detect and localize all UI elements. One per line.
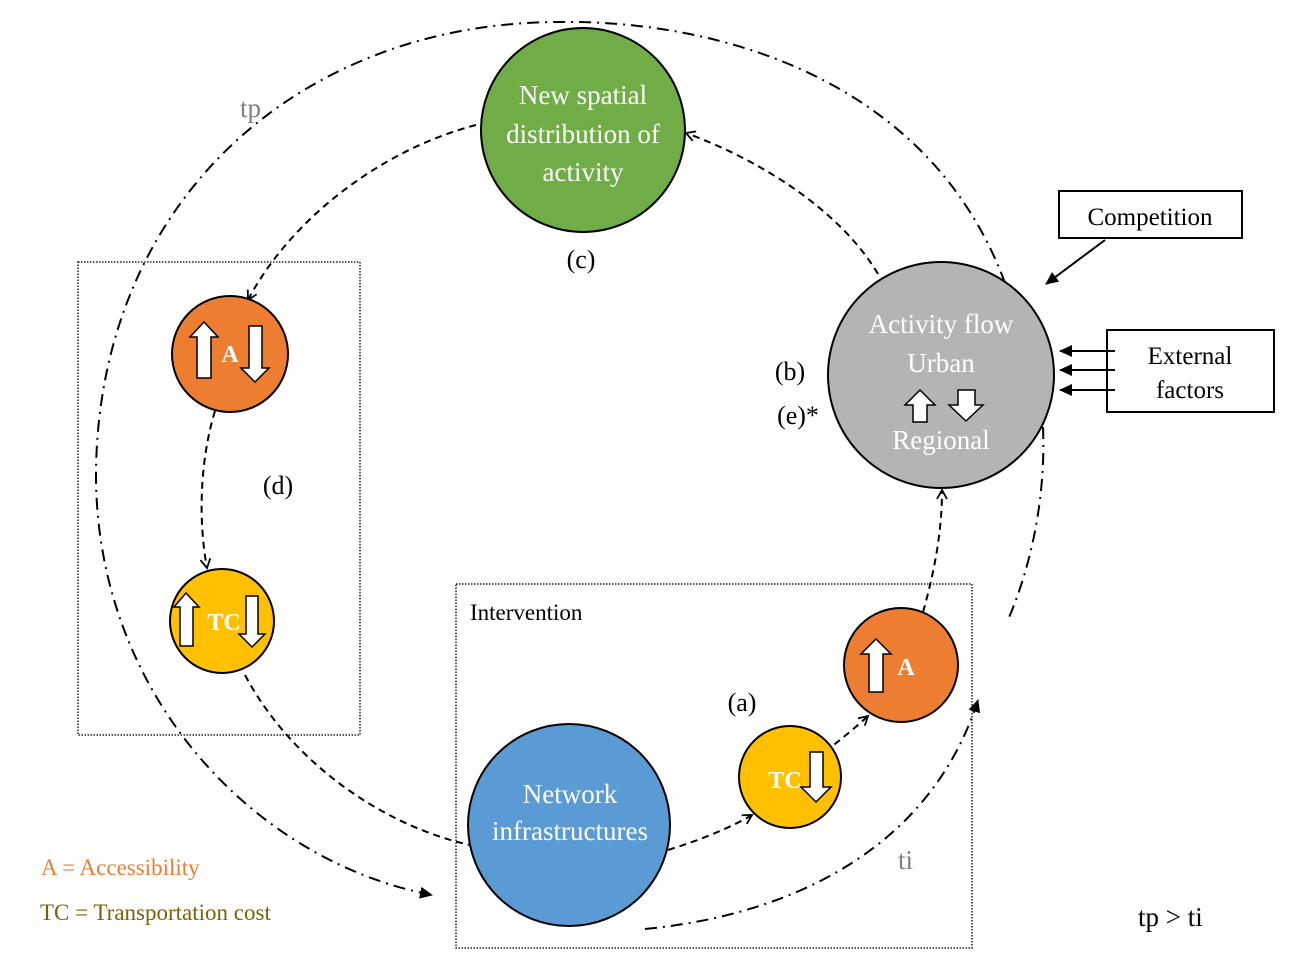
flow-d-a-to-tc	[199, 410, 216, 570]
node-c-text-2: distribution of	[506, 119, 660, 149]
ti-path	[644, 699, 981, 930]
label-c: (c)	[567, 245, 596, 274]
node-network-infrastructures	[467, 723, 671, 927]
tp-greater-than-ti: tp > ti	[1138, 902, 1203, 932]
activity-flow-regional: Regional	[892, 425, 989, 455]
up-arrow-icon	[172, 591, 201, 647]
competition-label: Competition	[1088, 204, 1214, 231]
decrease-arrow-icon	[947, 389, 985, 423]
node-c-text-1: New spatial	[519, 80, 647, 110]
up-arrow-icon	[859, 637, 893, 693]
activity-flow-title: Activity flow	[869, 309, 1014, 339]
label-d: (d)	[263, 471, 293, 500]
activity-flow-urban: Urban	[907, 348, 975, 378]
competition-arrow	[1045, 239, 1106, 285]
external-factors-label-1: External	[1148, 343, 1233, 370]
flow-b-to-c	[684, 130, 879, 275]
ti-label: ti	[898, 845, 913, 875]
network-text-2: infrastructures	[492, 816, 648, 846]
label-b: (b)	[775, 357, 805, 386]
increase-arrow-icon	[903, 388, 937, 423]
intervention-box	[455, 583, 973, 949]
node-d-transport-cost-text: TC	[207, 610, 240, 636]
label-a: (a)	[728, 688, 757, 717]
node-a-accessibility-text: A	[897, 655, 915, 681]
flow-a-to-b	[922, 488, 948, 613]
group-box-d	[77, 261, 361, 736]
competition-box	[1058, 190, 1243, 239]
label-e: (e)*	[777, 401, 819, 430]
legend-transport-cost: TC = Transportation cost	[40, 900, 271, 925]
down-arrow-icon	[237, 595, 267, 649]
tp-cycle-path	[94, 20, 1006, 899]
external-factors-label-2: factors	[1156, 377, 1224, 404]
node-d-transport-cost	[169, 568, 275, 674]
node-new-spatial-distribution	[480, 27, 686, 233]
flow-network-to-tc	[667, 814, 754, 851]
flow-d-tc-to-network	[244, 674, 471, 846]
flow-c-to-d	[246, 124, 477, 302]
down-arrow-icon	[239, 325, 271, 384]
down-arrow-icon	[799, 751, 833, 804]
network-text-1: Network	[523, 779, 618, 809]
node-c-text-3: activity	[543, 157, 624, 187]
legend-accessibility: A = Accessibility	[41, 855, 200, 880]
intervention-label: Intervention	[470, 600, 583, 625]
tp-label: tp	[240, 93, 261, 123]
node-a-accessibility	[843, 607, 959, 723]
node-a-transport-cost-text: TC	[768, 768, 801, 794]
node-d-accessibility-text: A	[221, 342, 239, 368]
up-arrow-icon	[188, 320, 220, 379]
activity-flow-down-path	[1006, 426, 1045, 623]
node-activity-flow	[827, 261, 1055, 489]
